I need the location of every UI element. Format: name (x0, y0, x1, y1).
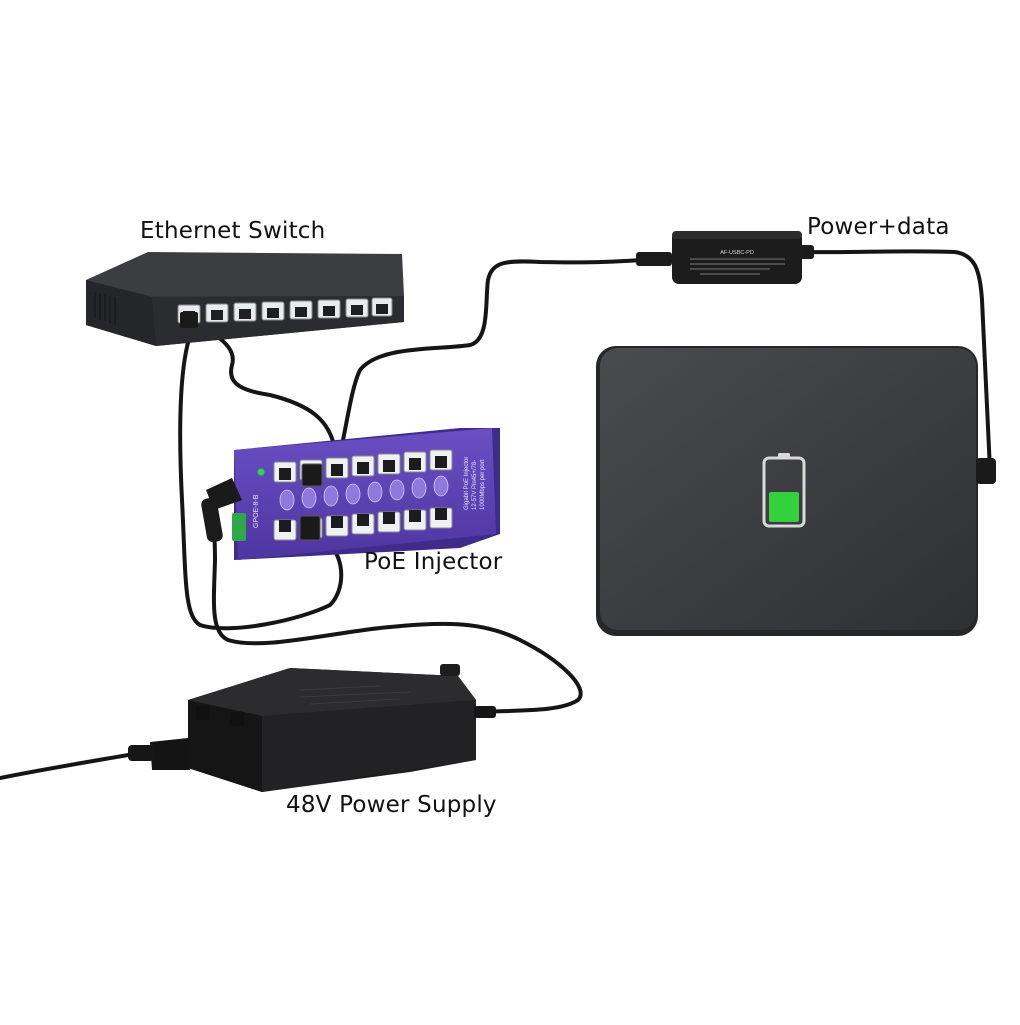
injector-dc-barrel-plug (201, 478, 242, 543)
ac-plug (128, 738, 190, 770)
power-supply-label: 48V Power Supply (286, 792, 497, 818)
injector-poe-plug (301, 463, 323, 487)
injector-power-led (257, 468, 265, 476)
cable-ac-mains (0, 750, 147, 780)
poe-injector: GPOE-8-B Gigabit PoE Injector 12-57V Pin… (201, 428, 500, 560)
switch-port1-plug (180, 312, 198, 328)
cable-splitter-to-tablet (803, 249, 992, 472)
splitter-model-text: AF-USBC-PD (720, 250, 754, 256)
tablet-usbc-plug (976, 458, 996, 484)
ethernet-switch-label: Ethernet Switch (140, 218, 326, 244)
dc-output-relief (474, 706, 496, 718)
poe-injector-label: PoE Injector (364, 549, 503, 575)
battery-level-fill (769, 492, 799, 522)
injector-info-line-2: 12-57V Pin45+/78- (472, 460, 478, 510)
tablet (596, 346, 996, 636)
poe-splitter: AF-USBC-PD (636, 231, 814, 284)
injector-model-text: GPOE-8-B (253, 494, 260, 528)
injector-info-line-1: Gigabit PoE Injector (464, 457, 470, 510)
injector-lan-plug (299, 515, 321, 541)
cable-injector-to-splitter (334, 256, 672, 472)
power-supply-48v (128, 664, 496, 792)
power-data-label: Power+data (807, 214, 950, 240)
injector-dc-terminal (232, 513, 246, 541)
ethernet-switch (86, 252, 404, 346)
cable-psu-to-injector (211, 498, 583, 714)
injector-info-line-3: 1000Mbps per port (480, 459, 486, 510)
battery-icon (762, 453, 806, 528)
